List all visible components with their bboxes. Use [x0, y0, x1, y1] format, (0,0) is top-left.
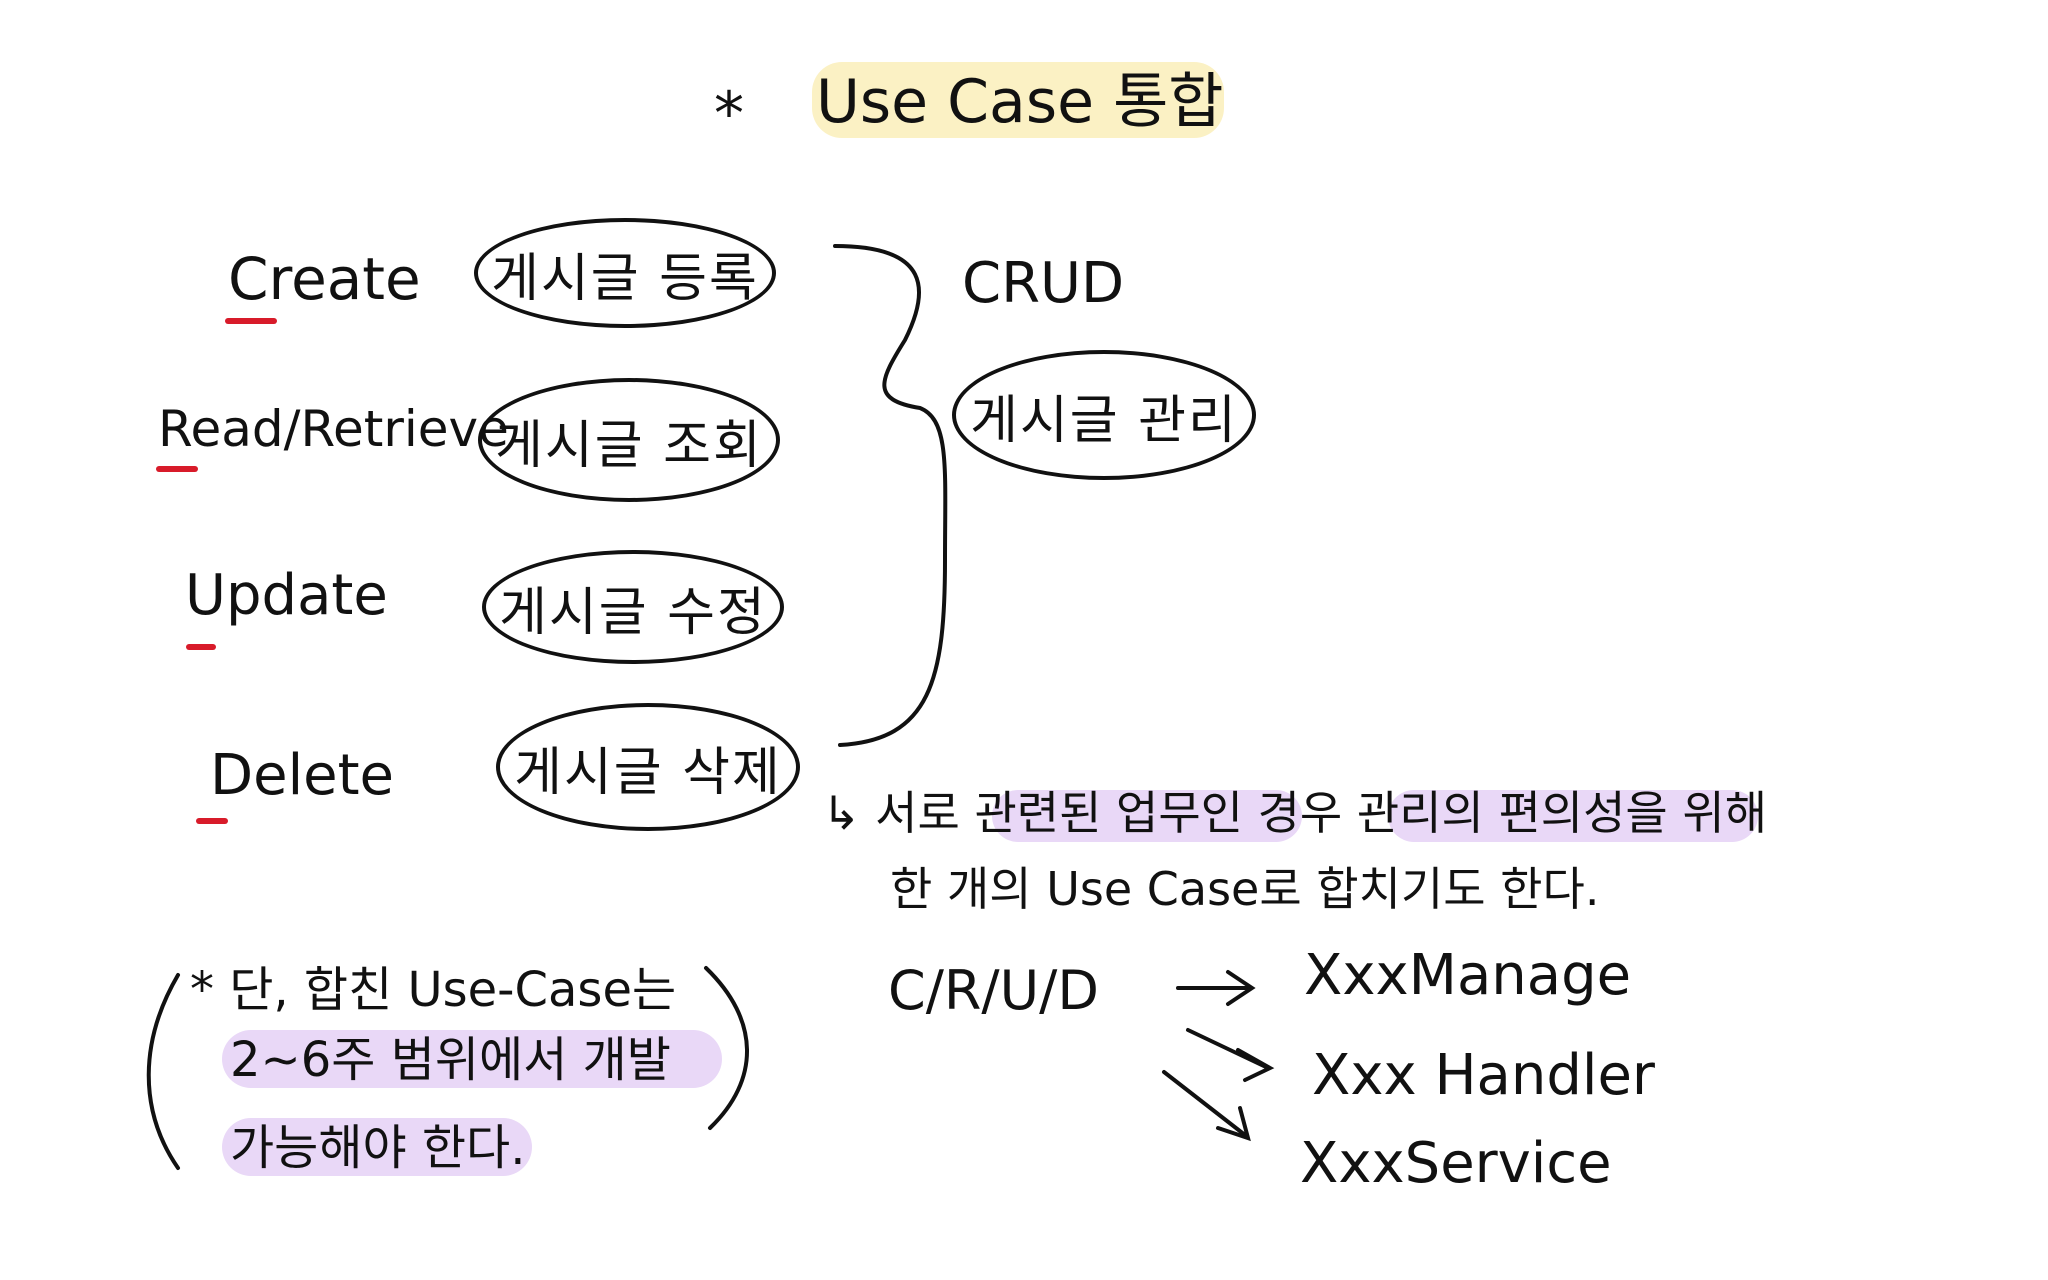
explanation-text-highlight-1: 관련된 업무인 [974, 786, 1243, 840]
underline-create [225, 318, 277, 324]
crud-word-delete: Delete [210, 743, 394, 808]
crud-word-update: Update [185, 563, 388, 628]
explanation-highlight-1 [992, 790, 1302, 842]
use-case-manage-posts: 게시글 관리 [952, 350, 1256, 480]
naming-target-service: XxxService [1300, 1131, 1612, 1196]
note-highlight-2 [222, 1118, 532, 1176]
page-title: Use Case 통합 [816, 67, 1224, 137]
naming-source: C/R/U/D [888, 959, 1099, 1022]
use-case-delete-post-label: 게시글 삭제 [514, 742, 782, 803]
explanation-highlight-2 [1388, 790, 1758, 842]
title-marker: * [714, 79, 744, 149]
title-highlight [812, 62, 1224, 138]
arrow-to-handler [1186, 1028, 1275, 1082]
crud-group-label: CRUD [962, 251, 1125, 316]
note-right-parenthesis [704, 966, 749, 1130]
explanation-text-post: 위해 [1667, 786, 1768, 840]
underline-update [186, 644, 216, 650]
arrow-to-manage [1176, 970, 1256, 1006]
arrow-to-service [1162, 1070, 1251, 1142]
explanation-line-2: 한 개의 Use Case로 합치기도 한다. [890, 862, 1600, 916]
underline-read [156, 466, 198, 472]
use-case-view-post: 게시글 조회 [478, 378, 780, 502]
explanation-arrow: ↳ [822, 786, 861, 840]
explanation-text-highlight-2: 관리의 편의성을 [1356, 786, 1668, 840]
note-line-1: * 단, 합친 Use-Case는 [190, 962, 677, 1018]
naming-target-manage: XxxManage [1304, 943, 1632, 1008]
use-case-manage-posts-label: 게시글 관리 [970, 390, 1238, 451]
use-case-delete-post: 게시글 삭제 [496, 703, 800, 831]
use-case-view-post-label: 게시글 조회 [495, 415, 763, 476]
crud-word-create: Create [228, 245, 421, 313]
use-case-edit-post: 게시글 수정 [482, 550, 784, 664]
underline-delete [196, 818, 228, 824]
crud-word-read: Read/Retrieve [158, 400, 509, 458]
note-line-2: 2~6주 범위에서 개발 [230, 1032, 671, 1088]
explanation-line-1: ↳ 서로 관련된 업무인 경우 관리의 편의성을 위해 [822, 790, 1767, 836]
curly-brace [833, 244, 948, 747]
use-case-register-post-label: 게시글 등록 [491, 248, 759, 309]
naming-target-handler: Xxx Handler [1312, 1043, 1655, 1108]
use-case-register-post: 게시글 등록 [474, 218, 776, 328]
explanation-text-mid: 경우 [1242, 786, 1357, 840]
note-line-3: 가능해야 한다. [230, 1120, 526, 1176]
note-left-parenthesis [146, 973, 180, 1170]
use-case-edit-post-label: 게시글 수정 [499, 582, 767, 643]
explanation-text-pre: 서로 [875, 786, 975, 840]
note-highlight-1 [222, 1030, 722, 1088]
